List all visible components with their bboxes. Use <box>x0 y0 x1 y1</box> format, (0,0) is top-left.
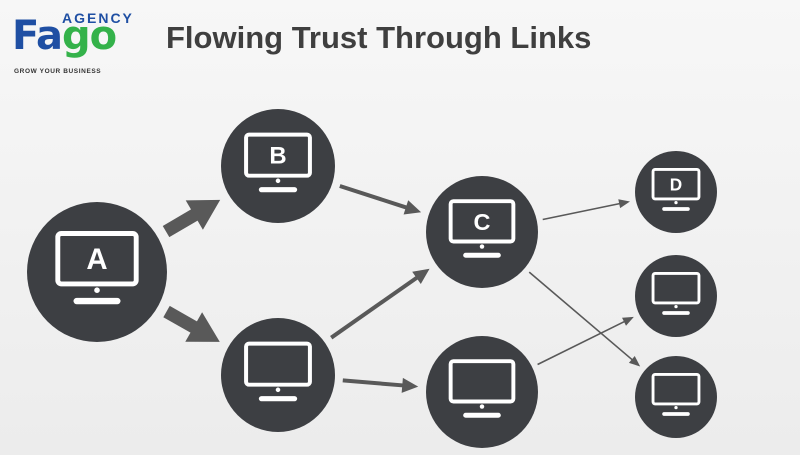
arrow-shaft <box>339 184 408 210</box>
node-circle <box>635 255 717 337</box>
arrow-c-to-d <box>542 199 630 221</box>
logo-letter-g: g <box>61 13 91 59</box>
arrow-head <box>403 200 422 215</box>
monitor-power-dot <box>94 287 100 294</box>
computer-monitor-icon <box>651 373 701 416</box>
computer-monitor-icon <box>651 272 701 315</box>
arrow-head <box>628 355 641 367</box>
edges-layer <box>162 184 641 393</box>
node-c2 <box>426 336 538 448</box>
computer-monitor-icon <box>244 341 312 402</box>
computer-monitor-icon <box>244 132 312 193</box>
arrow-shaft <box>163 305 198 334</box>
arrow-a-to-b <box>162 199 221 238</box>
arrow-shaft <box>537 320 626 366</box>
arrow-head <box>185 312 220 342</box>
computer-monitor-icon <box>448 359 516 418</box>
arrow-c-to-f <box>528 271 641 367</box>
node-a: A <box>27 202 167 342</box>
node-b: B <box>221 109 335 223</box>
monitor-power-dot <box>479 404 485 409</box>
arrow-b2-to-c2 <box>342 377 419 393</box>
arrow-head <box>618 199 630 209</box>
arrow-head <box>412 268 430 285</box>
monitor-frame <box>244 132 312 178</box>
monitor-stand <box>463 252 501 258</box>
node-label: C <box>474 209 491 235</box>
arrow-shaft <box>342 378 404 388</box>
monitor-stand <box>662 207 690 211</box>
node-b2 <box>221 318 335 432</box>
monitor-frame <box>55 231 139 287</box>
arrow-shaft <box>542 202 621 221</box>
logo-agency-text: AGENCY <box>62 10 134 26</box>
node-circle <box>635 356 717 438</box>
arrow-a-to-b2 <box>163 305 220 342</box>
node-label: D <box>670 174 682 194</box>
arrow-head <box>401 377 419 393</box>
node-circle <box>426 336 538 448</box>
arrow-c2-to-e <box>537 316 634 366</box>
monitor-stand <box>258 396 298 402</box>
node-circle <box>221 318 335 432</box>
arrow-head <box>185 199 221 230</box>
computer-monitor-icon <box>651 168 701 211</box>
monitor-stand <box>258 187 298 193</box>
monitor-power-dot <box>674 305 678 309</box>
monitor-power-dot <box>674 406 678 410</box>
node-e <box>635 255 717 337</box>
monitor-stand <box>463 412 501 418</box>
node-circle <box>635 151 717 233</box>
monitor-power-dot <box>674 201 678 205</box>
logo-letter-f: F <box>12 13 37 59</box>
monitor-frame <box>244 341 312 387</box>
node-d: D <box>635 151 717 233</box>
monitor-power-dot <box>479 244 485 249</box>
page-title: Flowing Trust Through Links <box>166 20 592 55</box>
monitor-power-dot <box>275 178 281 184</box>
computer-monitor-icon <box>55 231 139 305</box>
node-circle <box>221 109 335 223</box>
arrow-b-to-c <box>339 184 422 215</box>
node-label: A <box>86 243 107 276</box>
monitor-frame <box>448 359 516 404</box>
arrow-shaft <box>162 208 199 238</box>
monitor-frame <box>448 199 516 244</box>
arrow-shaft <box>528 271 634 361</box>
logo-tagline: GROW YOUR BUSINESS <box>14 68 102 75</box>
node-label: B <box>269 143 286 170</box>
monitor-stand <box>662 311 690 315</box>
nodes-layer: A B C D <box>27 109 717 448</box>
node-circle <box>426 176 538 288</box>
monitor-frame <box>651 373 701 406</box>
monitor-stand <box>73 297 121 305</box>
node-circle <box>27 202 167 342</box>
arrow-b2-to-c <box>330 268 430 340</box>
monitor-power-dot <box>275 387 281 393</box>
arrow-head <box>622 316 634 326</box>
monitor-frame <box>651 272 701 305</box>
monitor-stand <box>662 412 690 416</box>
arrow-shaft <box>330 275 419 340</box>
logo-letter-a: a <box>35 13 63 59</box>
logo-letter-o: o <box>89 13 118 59</box>
node-f <box>635 356 717 438</box>
brand-logo: AGENCY Fago GROW YOUR BUSINESS <box>8 6 158 82</box>
monitor-frame <box>651 168 701 201</box>
node-c: C <box>426 176 538 288</box>
computer-monitor-icon <box>448 199 516 258</box>
logo-wordmark: Fago <box>12 13 118 59</box>
